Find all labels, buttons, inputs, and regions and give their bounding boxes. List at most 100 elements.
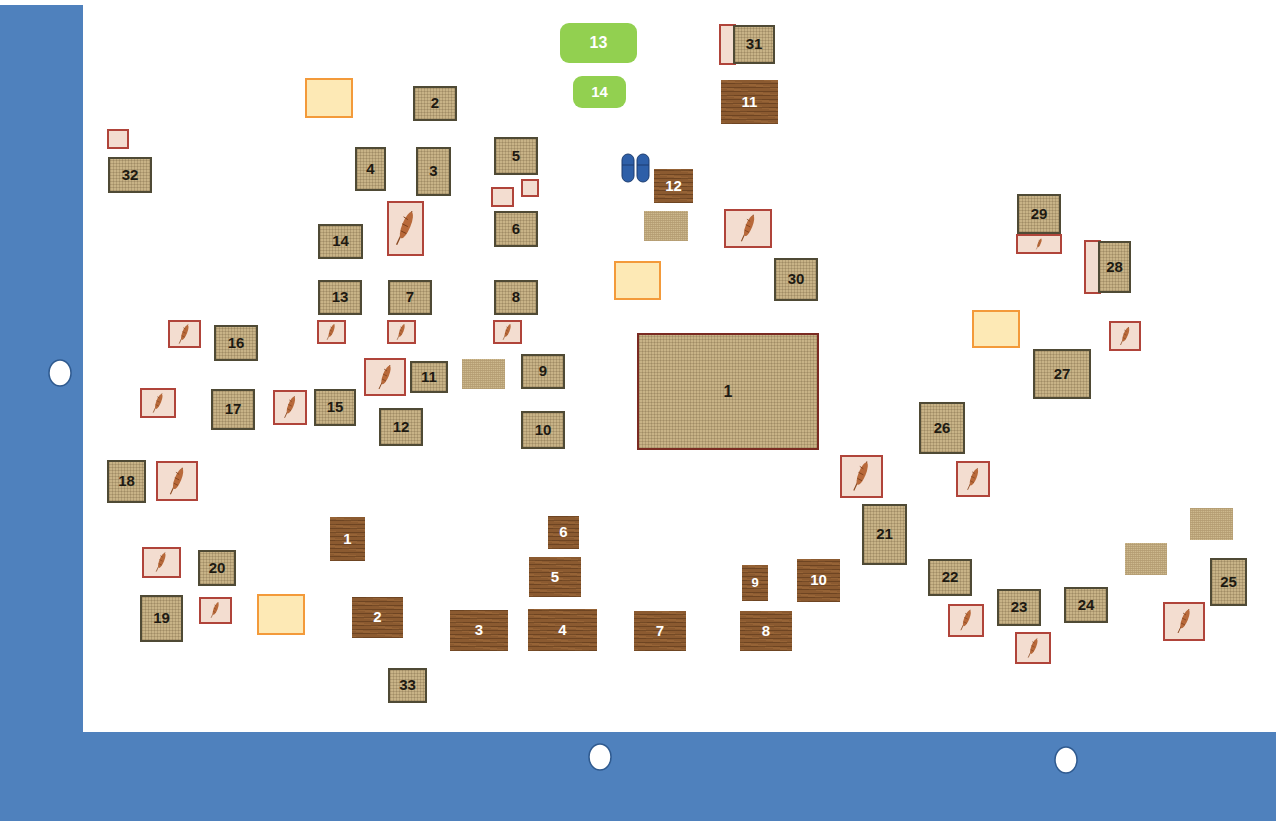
booth-box: 11 xyxy=(410,361,448,393)
booth-box: 31 xyxy=(733,25,775,64)
stage-box: 1 xyxy=(637,333,819,450)
wheat-icon xyxy=(153,211,1191,658)
capsule-icon xyxy=(622,154,649,182)
booth-box: 14 xyxy=(318,224,363,259)
booth-number: 33 xyxy=(399,677,416,694)
booth-box: 2 xyxy=(413,86,457,121)
booth-box: 12 xyxy=(379,408,423,446)
booth-box: 15 xyxy=(314,389,356,426)
booth-number: 6 xyxy=(559,524,567,541)
booth-box: 21 xyxy=(862,504,907,565)
green-sign: 14 xyxy=(573,76,626,108)
door-marker xyxy=(49,360,71,386)
booth-number: 4 xyxy=(366,161,374,178)
booth-number: 12 xyxy=(665,178,682,195)
booth-number: 5 xyxy=(551,569,559,586)
booth-number: 27 xyxy=(1054,366,1071,383)
burlap-patch xyxy=(462,211,1233,575)
wood-table: 6 xyxy=(548,516,579,549)
booth-box: 25 xyxy=(1210,558,1247,606)
booth-number: 25 xyxy=(1220,574,1237,591)
booth-number: 8 xyxy=(512,289,520,306)
booth-number: 6 xyxy=(512,221,520,238)
wood-table: 3 xyxy=(450,610,508,651)
booth-box: 32 xyxy=(108,157,152,193)
booth-number: 14 xyxy=(332,233,349,250)
booth-box: 19 xyxy=(140,595,183,642)
booth-number: 13 xyxy=(590,34,608,52)
booth-box: 5 xyxy=(494,137,538,175)
booth-number: 18 xyxy=(118,473,135,490)
orange-box xyxy=(258,79,1019,634)
booth-box: 27 xyxy=(1033,349,1091,399)
booth-box: 26 xyxy=(919,402,965,454)
booth-number: 8 xyxy=(762,623,770,640)
wall xyxy=(0,5,83,821)
booth-box: 8 xyxy=(494,280,538,315)
booth-box: 4 xyxy=(355,147,386,191)
booth-box: 20 xyxy=(198,550,236,586)
booth-number: 22 xyxy=(942,569,959,586)
booth-number: 7 xyxy=(656,623,664,640)
door-marker xyxy=(589,744,611,770)
booth-number: 11 xyxy=(742,94,758,111)
wood-table: 11 xyxy=(721,80,778,124)
booth-number: 2 xyxy=(373,609,381,626)
booth-number: 7 xyxy=(406,289,414,306)
wood-table: 10 xyxy=(797,559,840,602)
booth-number: 9 xyxy=(539,363,547,380)
booth-box: 18 xyxy=(107,460,146,503)
booth-number: 1 xyxy=(724,383,733,401)
booth-number: 17 xyxy=(225,401,242,418)
booth-number: 31 xyxy=(746,36,763,53)
booth-box: 10 xyxy=(521,411,565,449)
booth-box: 28 xyxy=(1098,241,1131,293)
wood-table: 1 xyxy=(330,517,365,561)
booth-box: 29 xyxy=(1017,194,1061,234)
booth-number: 2 xyxy=(431,95,439,112)
booth-number: 24 xyxy=(1078,597,1095,614)
booth-number: 10 xyxy=(535,422,552,439)
wood-table: 2 xyxy=(352,597,403,638)
booth-number: 11 xyxy=(421,369,437,386)
booth-box: 30 xyxy=(774,258,818,301)
wood-table: 8 xyxy=(740,611,792,651)
booth-number: 14 xyxy=(591,84,608,101)
booth-number: 12 xyxy=(393,419,410,436)
booth-box: 9 xyxy=(521,354,565,389)
wood-table: 9 xyxy=(742,565,768,601)
booth-box: 3 xyxy=(416,147,451,196)
booth-number: 28 xyxy=(1106,259,1123,276)
booth-number: 23 xyxy=(1011,599,1028,616)
booth-number: 19 xyxy=(153,610,170,627)
booth-number: 29 xyxy=(1031,206,1048,223)
wood-table: 4 xyxy=(528,609,597,651)
booth-number: 30 xyxy=(788,271,805,288)
booth-number: 3 xyxy=(429,163,437,180)
booth-number: 3 xyxy=(475,622,483,639)
booth-number: 1 xyxy=(343,531,351,548)
booth-number: 9 xyxy=(751,576,758,590)
wood-table: 12 xyxy=(654,169,693,203)
booth-box: 7 xyxy=(388,280,432,315)
booth-box: 22 xyxy=(928,559,972,596)
booth-number: 21 xyxy=(876,526,893,543)
wall xyxy=(0,732,1276,821)
booth-number: 15 xyxy=(327,399,344,416)
booth-number: 16 xyxy=(228,335,245,352)
door-marker xyxy=(1055,747,1077,773)
wheat-box xyxy=(108,25,1204,663)
booth-number: 5 xyxy=(512,148,520,165)
booth-number: 20 xyxy=(209,560,226,577)
booth-number: 32 xyxy=(122,167,139,184)
green-sign: 13 xyxy=(560,23,637,63)
booth-box: 33 xyxy=(388,668,427,703)
booth-box: 24 xyxy=(1064,587,1108,623)
booth-box: 17 xyxy=(211,389,255,430)
booth-box: 13 xyxy=(318,280,362,315)
wood-table: 7 xyxy=(634,611,686,651)
booth-number: 13 xyxy=(332,289,349,306)
booth-number: 4 xyxy=(558,622,566,639)
wood-table: 5 xyxy=(529,557,581,597)
booth-number: 10 xyxy=(810,572,827,589)
